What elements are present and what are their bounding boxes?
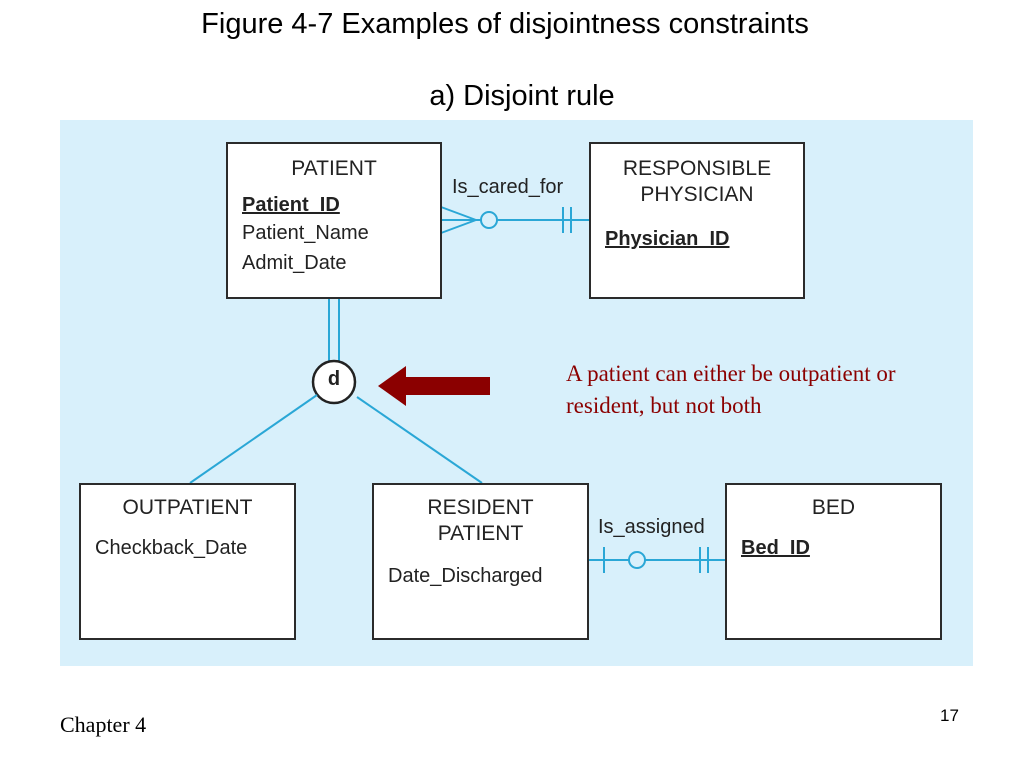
crows-foot-bottom bbox=[440, 219, 477, 234]
attribute: Checkback_Date bbox=[95, 537, 248, 559]
subtype-line-resident bbox=[356, 396, 483, 484]
attribute-primary-key: Patient_ID bbox=[242, 194, 340, 216]
attribute: Admit_Date bbox=[242, 252, 347, 274]
entity-name: RESIDENT PATIENT bbox=[427, 496, 534, 545]
slide-title: Figure 4-7 Examples of disjointness cons… bbox=[201, 8, 809, 40]
disjoint-symbol: d bbox=[327, 368, 341, 390]
entity-name: OUTPATIENT bbox=[122, 496, 253, 519]
entity-outpatient: OUTPATIENT Checkback_Date bbox=[79, 483, 296, 640]
entity-name: PATIENT bbox=[291, 157, 377, 180]
attribute: Date_Discharged bbox=[388, 565, 543, 587]
entity-responsible-physician: RESPONSIBLE PHYSICIAN Physician_ID bbox=[589, 142, 805, 299]
relationship-label-is-cared-for: Is_cared_for bbox=[452, 176, 564, 198]
bed-optional-circle bbox=[628, 551, 646, 569]
entity-patient: PATIENT Patient_ID Patient_Name Admit_Da… bbox=[226, 142, 442, 299]
attribute: Patient_Name bbox=[242, 222, 369, 244]
disjoint-annotation: A patient can either be outpatient or re… bbox=[566, 361, 896, 418]
disjoint-circle bbox=[311, 359, 357, 405]
relationship-label-is-assigned: Is_assigned bbox=[598, 516, 705, 538]
slide-subtitle: a) Disjoint rule bbox=[429, 80, 615, 112]
attribute-primary-key: Physician_ID bbox=[605, 228, 730, 250]
attribute-primary-key: Bed_ID bbox=[741, 537, 810, 559]
footer-chapter: Chapter 4 bbox=[60, 712, 147, 737]
entity-bed: BED Bed_ID bbox=[725, 483, 942, 640]
entity-name: RESPONSIBLE PHYSICIAN bbox=[622, 157, 772, 206]
subtype-line-outpatient bbox=[189, 394, 318, 484]
entity-name: BED bbox=[811, 496, 856, 519]
entity-resident-patient: RESIDENT PATIENT Date_Discharged bbox=[372, 483, 589, 640]
page-number: 17 bbox=[940, 706, 959, 725]
crows-foot-top bbox=[440, 206, 477, 221]
optional-circle bbox=[480, 211, 498, 229]
pointer-arrow bbox=[378, 366, 490, 406]
